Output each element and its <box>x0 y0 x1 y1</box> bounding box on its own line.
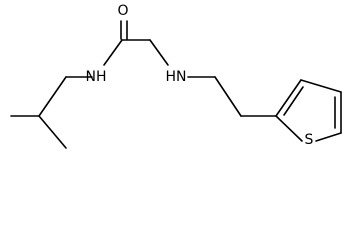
bond-methyl-b <box>38 115 67 149</box>
bond-ch2-hn <box>149 39 169 66</box>
bond-nh-carbonyl <box>103 39 123 66</box>
bond-ethyl <box>214 76 242 117</box>
carbonyl-oxygen-label: O <box>117 3 128 19</box>
bond-ring-c2-c3 <box>275 79 302 117</box>
amide-nitrogen-label: NH <box>86 69 107 85</box>
amine-nitrogen-label: HN <box>166 69 187 85</box>
atom-labels: O NH HN S <box>86 3 314 148</box>
bond-isobutyl-ch <box>38 76 67 117</box>
chemical-structure: O NH HN S <box>10 3 342 149</box>
bond-ring-c5-s <box>315 132 342 142</box>
bond-ring-c3-c4 <box>300 79 342 93</box>
bond-ring-c2-c3-inner <box>283 86 304 116</box>
bond-skeleton <box>10 20 342 149</box>
bond-ring-s-c2 <box>275 115 303 142</box>
thiophene-sulfur-label: S <box>305 132 314 148</box>
